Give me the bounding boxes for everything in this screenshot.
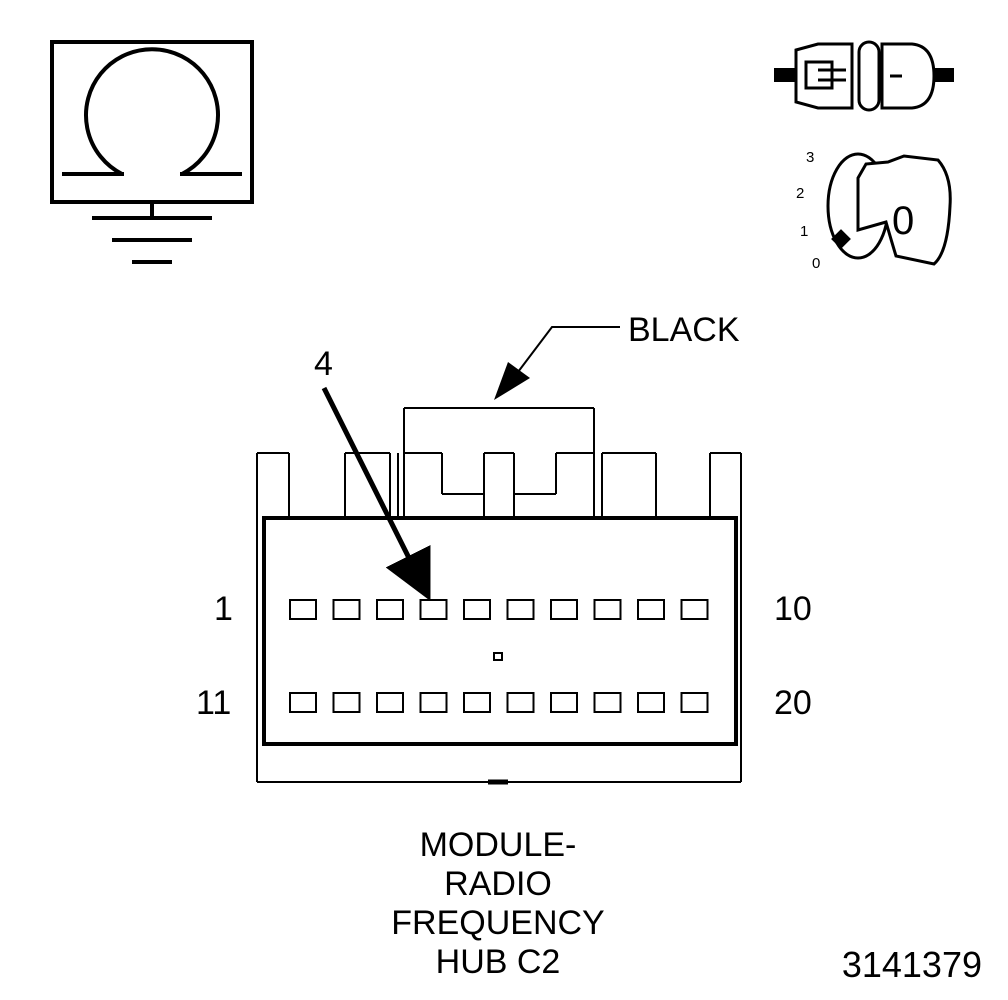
- pin-cavity-7: [550, 599, 578, 620]
- pin-cavity-19: [637, 692, 665, 713]
- pin-callout-label: 4: [314, 345, 333, 383]
- ignition-position-1: 1: [800, 223, 808, 240]
- connector-color-label: BLACK: [628, 311, 740, 349]
- pin-cavity-1: [289, 599, 317, 620]
- pin-cavity-11: [289, 692, 317, 713]
- pin-cavity-3: [376, 599, 404, 620]
- ignition-key-label: 0: [892, 199, 914, 243]
- ohmmeter-ground-icon: [50, 40, 254, 264]
- ignition-key-off-icon: 3 2 1 0 0: [796, 149, 952, 272]
- pin-cavity-18: [593, 692, 622, 713]
- ignition-position-2: 2: [796, 185, 804, 202]
- caption-line: RADIO: [444, 865, 552, 903]
- pin-cavity-20: [680, 692, 709, 713]
- pin-cavity-16: [506, 692, 535, 713]
- pin-cavity-5: [463, 599, 491, 620]
- pin-cavity-15: [463, 692, 491, 713]
- pin-cavity-14: [419, 692, 448, 713]
- cavity-label-11: 11: [196, 684, 231, 722]
- disconnect-connector-icon: [774, 40, 954, 112]
- ignition-position-3: 3: [806, 149, 814, 166]
- caption-line: HUB C2: [435, 943, 561, 981]
- component-caption: MODULE- RADIO FREQUENCY HUB C2: [300, 826, 696, 982]
- pin-cavity-9: [637, 599, 665, 620]
- connector-housing: [256, 407, 742, 785]
- pin-row-top: [289, 599, 709, 620]
- pin-cavity-12: [332, 692, 361, 713]
- pin-cavity-17: [550, 692, 578, 713]
- pin-cavity-6: [506, 599, 535, 620]
- pin-cavity-13: [376, 692, 404, 713]
- pin-cavity-10: [680, 599, 709, 620]
- pin-row-bottom: [289, 692, 709, 713]
- pin-callout: 4: [314, 345, 431, 601]
- ignition-position-0: 0: [812, 255, 820, 272]
- pin-cavity-4: [419, 599, 448, 620]
- color-callout: BLACK: [494, 311, 740, 400]
- caption-line: MODULE-: [419, 826, 577, 864]
- cavity-label-10: 10: [774, 590, 812, 628]
- pin-cavity-2: [332, 599, 361, 620]
- pin-cavity-8: [593, 599, 622, 620]
- caption-line: FREQUENCY: [391, 904, 605, 942]
- cavity-label-1: 1: [214, 590, 233, 628]
- figure-number: 3141379: [841, 944, 982, 985]
- cavity-label-20: 20: [774, 684, 812, 722]
